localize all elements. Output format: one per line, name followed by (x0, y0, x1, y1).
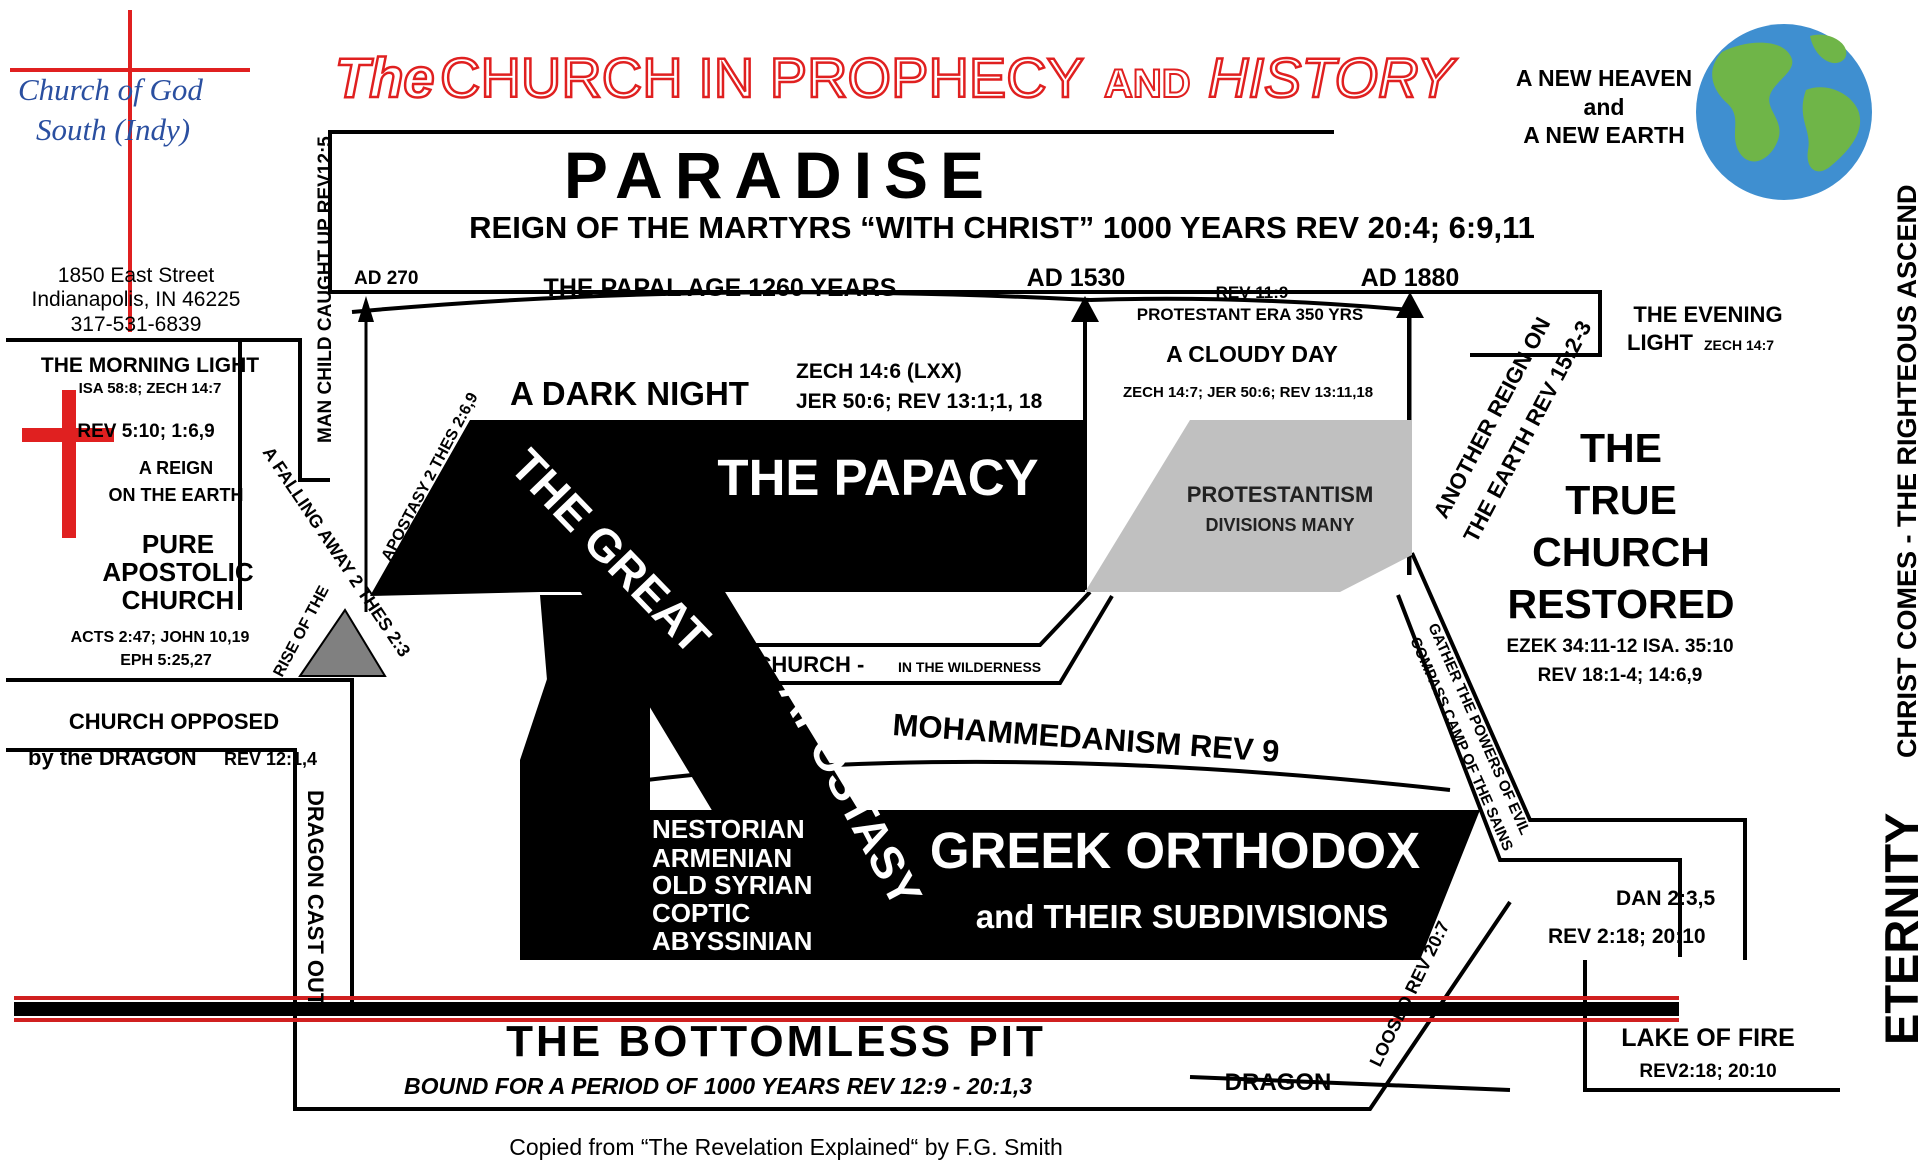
bound-text: BOUND FOR A PERIOD OF 1000 YEARS REV 12:… (404, 1073, 1032, 1099)
bottomless-pit: THE BOTTOMLESS PIT (506, 1017, 1046, 1066)
title-the: The (335, 46, 435, 109)
red-cross-icon (22, 390, 114, 538)
pure-line3: CHURCH (122, 585, 235, 615)
cloudy-refs: ZECH 14:7; JER 50:6; REV 13:11,18 (1123, 384, 1373, 401)
evening-ref: ZECH 14:7 (1704, 337, 1774, 353)
ezek-ref: EZEK 34:11-12 ISA. 35:10 (1506, 636, 1733, 657)
timeline-text: AD 270 THE PAPAL AGE 1260 YEARS AD 1530 … (354, 264, 1459, 324)
papacy-label: THE PAPACY (717, 449, 1038, 506)
true-line1: THE (1580, 425, 1662, 471)
subdivisions-label: and THEIR SUBDIVISIONS (976, 898, 1389, 935)
address-line1: 1850 East Street (58, 264, 215, 287)
sect-coptic: COPTIC (652, 898, 750, 928)
opposed-ref: REV 12:1,4 (224, 749, 317, 769)
title-and: AND (1104, 62, 1191, 106)
new-heaven-line3: A NEW EARTH (1523, 122, 1684, 148)
black-shapes (22, 390, 1480, 960)
opposed-line2: by the DRAGON (28, 745, 197, 770)
true-line2: TRUE (1565, 477, 1677, 523)
evening-line2: LIGHT (1627, 330, 1694, 355)
woman-true-church: WOMAN - TRUE CHURCH - (582, 652, 864, 677)
true-line3: CHURCH (1532, 529, 1710, 575)
pure-line1: PURE (142, 529, 214, 559)
logo-cross-vertical (128, 10, 132, 332)
dragon-cast-out: DRAGON CAST OUT (303, 790, 328, 1007)
ad-270: AD 270 (354, 268, 418, 289)
true-line4: RESTORED (1507, 581, 1734, 627)
arrow-up-icon (1396, 292, 1424, 318)
reign-of-martyrs: REIGN OF THE MARTYRS “WITH CHRIST” 1000 … (469, 210, 1535, 245)
title-history: HISTORY (1208, 46, 1457, 109)
papacy-block (370, 420, 1085, 596)
reign-line1: A REIGN (139, 458, 213, 478)
evening-line1: THE EVENING (1633, 302, 1782, 327)
jer-50-6: JER 50:6; REV 13:1;1, 18 (796, 390, 1043, 413)
sect-nestorian: NESTORIAN (652, 814, 805, 844)
paradise-text: PARADISE REIGN OF THE MARTYRS “WITH CHRI… (469, 138, 1535, 245)
new-heaven-block: A NEW HEAVEN and A NEW EARTH (1516, 24, 1872, 200)
pure-line2: APOSTOLIC (102, 557, 253, 587)
title-church: CHURCH IN PROPHECY (440, 46, 1084, 109)
arrow-up-icon (1071, 296, 1099, 322)
protestantism-label: PROTESTANTISM (1187, 482, 1374, 507)
dragon-label: DRAGON (1225, 1069, 1332, 1096)
zech-14-6: ZECH 14:6 (LXX) (796, 360, 962, 383)
greek-orthodox-label: GREEK ORTHODOX (930, 822, 1420, 879)
mohammedanism: MOHAMMEDANISM REV 9 (892, 707, 1281, 769)
sect-abyssinian: ABYSSINIAN (652, 926, 812, 956)
greek-orthodox-block (650, 810, 1480, 960)
dark-night: A DARK NIGHT (510, 375, 749, 412)
ad-1530: AD 1530 (1027, 264, 1126, 292)
pit-line (14, 996, 1679, 1022)
eternity-label: ETERNITY (1875, 813, 1920, 1045)
acts-ref: ACTS 2:47; JOHN 10,19 (71, 629, 250, 646)
new-heaven-line1: A NEW HEAVEN (1516, 65, 1692, 91)
address-line2: Indianapolis, IN 46225 (32, 288, 241, 311)
in-the-wilderness: IN THE WILDERNESS (898, 659, 1041, 675)
rise-triangle (298, 608, 387, 677)
rev-18-1: REV 18:1-4; 14:6,9 (1538, 665, 1703, 686)
christ-comes: CHRIST COMES - THE RIGHTEOUS ASCEND (1892, 184, 1920, 758)
divisions-many: DIVISIONS MANY (1205, 515, 1354, 535)
papal-age: THE PAPAL AGE 1260 YEARS (544, 274, 897, 302)
church-name-line1: Church of God (18, 72, 203, 107)
main-title: The CHURCH IN PROPHECY AND HISTORY (334, 45, 1459, 111)
rev-11-9: REV 11:9 (1216, 283, 1289, 302)
opposed-line1: CHURCH OPPOSED (69, 709, 279, 734)
phone: 317-531-6839 (71, 313, 202, 336)
morning-light: THE MORNING LIGHT (41, 354, 259, 377)
globe-icon (1696, 24, 1872, 200)
morning-refs: ISA 58:8; ZECH 14:7 (79, 380, 222, 397)
ad-1880: AD 1880 (1361, 264, 1460, 292)
protestantism-block (1085, 420, 1412, 592)
church-logo: Church of God South (Indy) 1850 East Str… (10, 10, 300, 341)
sect-old-syrian: OLD SYRIAN (652, 870, 812, 900)
cloudy-day: A CLOUDY DAY (1166, 341, 1338, 367)
rev-5-10: REV 5:10; 1:6,9 (77, 421, 214, 442)
lake-ref: REV2:18; 20:10 (1639, 1061, 1776, 1082)
right-text: ANOTHER REIGN ON THE EARTH REV 15:2-3 TH… (1406, 184, 1920, 1082)
sect-armenian: ARMENIAN (652, 843, 792, 873)
rev-2-18: REV 2:18; 20:10 (1548, 925, 1706, 948)
man-child-caught-up: MAN CHILD CAUGHT UP REV12:5 (315, 136, 336, 443)
logo-cross-horizontal (10, 68, 250, 72)
lake-of-fire: LAKE OF FIRE (1621, 1024, 1795, 1052)
new-heaven-line2: and (1584, 94, 1625, 120)
dan-2-3: DAN 2:3,5 (1616, 887, 1716, 910)
arrow-up-icon (358, 296, 374, 322)
protestant-era: PROTESTANT ERA 350 YRS (1137, 305, 1363, 324)
church-name-line2: South (Indy) (36, 112, 190, 147)
eph-ref: EPH 5:25,27 (120, 652, 212, 669)
reign-line2: ON THE EARTH (109, 485, 244, 505)
paradise-title: PARADISE (564, 138, 996, 212)
source-credit: Copied from “The Revelation Explained“ b… (509, 1134, 1063, 1160)
